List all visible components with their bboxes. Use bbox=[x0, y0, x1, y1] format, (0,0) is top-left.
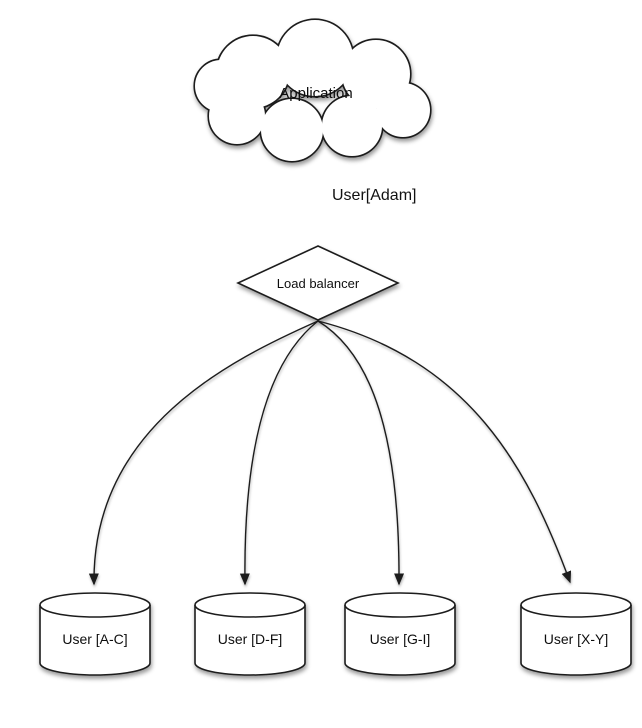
load-balancer-label: Load balancer bbox=[277, 276, 360, 291]
shard-cylinder-4: User [X-Y] bbox=[520, 592, 632, 676]
application-cloud-node: Application bbox=[193, 18, 432, 163]
edges-loadbalancer-to-shards bbox=[88, 320, 572, 586]
shard-label: User [D-F] bbox=[218, 631, 283, 647]
edge-lb-to-shard-1 bbox=[88, 320, 319, 586]
shard-label: User [X-Y] bbox=[544, 631, 609, 647]
cloud-outline bbox=[193, 18, 432, 163]
shard-label: User [A-C] bbox=[62, 631, 127, 647]
shard-label: User [G-I] bbox=[370, 631, 431, 647]
shard-cylinder-2: User [D-F] bbox=[194, 592, 306, 676]
load-balancer-node: Load balancer bbox=[236, 245, 400, 321]
edge-lb-to-shard-2 bbox=[239, 320, 319, 586]
edge-lb-to-shard-4 bbox=[317, 320, 572, 584]
edge-lb-to-shard-3 bbox=[317, 320, 405, 586]
edge-user-adam-label: User[Adam] bbox=[332, 187, 416, 204]
shard-cylinder-3: User [G-I] bbox=[344, 592, 456, 676]
shard-cylinder-1: User [A-C] bbox=[39, 592, 151, 676]
cloud-label: Application bbox=[279, 85, 352, 102]
